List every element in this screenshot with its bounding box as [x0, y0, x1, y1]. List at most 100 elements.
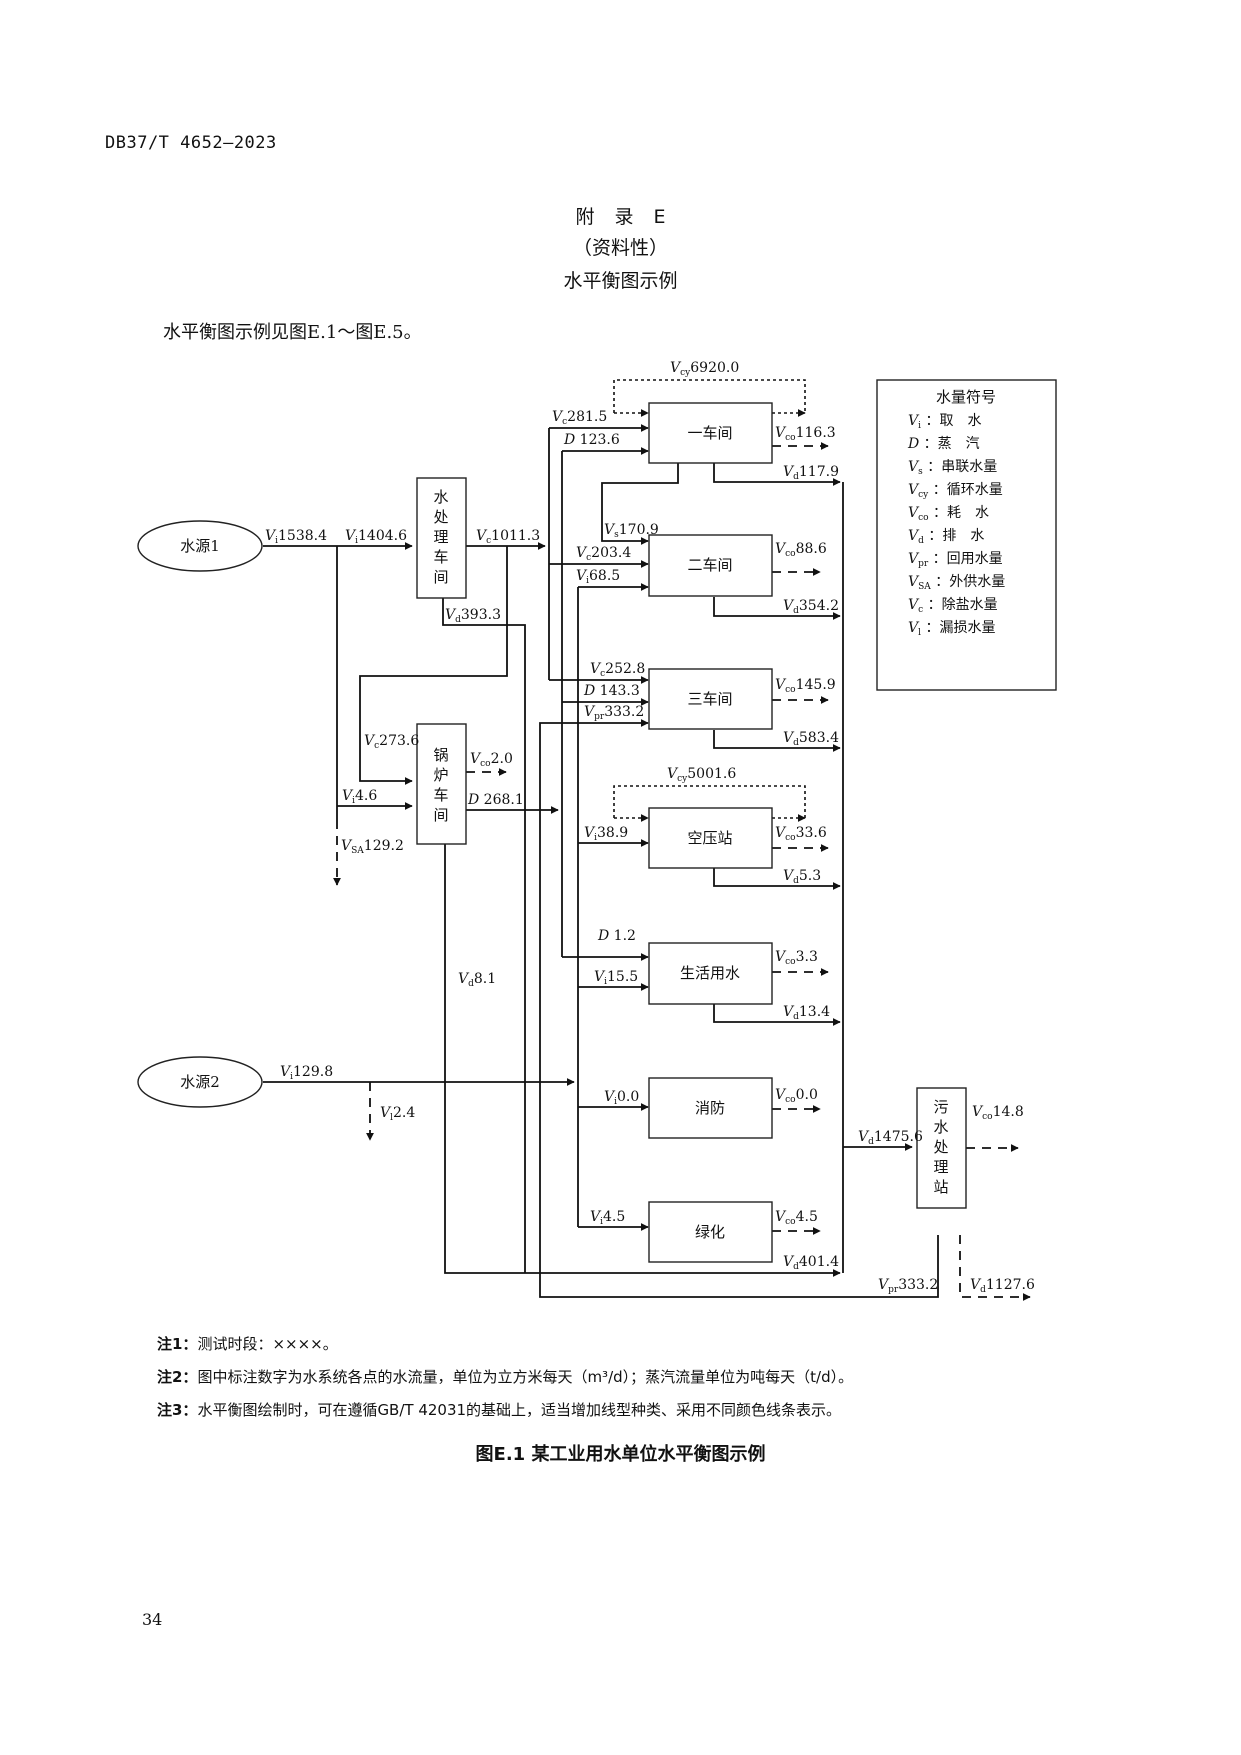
line-ac-drain: [713, 868, 841, 890]
flow-label-w3-desalt: Vc252.8: [590, 661, 645, 679]
legend-item: Vcy ：循环水量: [908, 482, 1003, 500]
legend-item: VSA ：外供水量: [908, 574, 1005, 592]
flow-label-w2-desalt: Vc203.4: [576, 545, 631, 563]
flow-label-green-intake: Vi4.5: [590, 1209, 625, 1227]
legend-item: D ：蒸 汽: [907, 436, 980, 452]
svg-text:间: 间: [433, 806, 448, 824]
flow-label-ac-drain: Vd5.3: [783, 868, 821, 886]
legend-title: 水量符号: [936, 388, 996, 406]
svg-text:车: 车: [433, 786, 448, 804]
flow-label-dom-steam: D 1.2: [597, 928, 636, 944]
source-1: 水源1: [137, 520, 263, 572]
svg-text:污: 污: [933, 1098, 948, 1116]
svg-text:生活用水: 生活用水: [680, 964, 740, 982]
appendix-title: 附 录 E: [575, 206, 666, 228]
svg-text:水: 水: [433, 488, 448, 506]
unit-sewage-treatment: 污 水 处 理 站: [916, 1087, 967, 1209]
svg-text:站: 站: [933, 1178, 948, 1196]
svg-text:处: 处: [933, 1138, 948, 1156]
flow-label-total-drain: Vd1475.6: [858, 1129, 923, 1147]
flow-label-fire-consume: Vco0.0: [775, 1087, 818, 1105]
flow-label-dom-drain: Vd13.4: [783, 1004, 830, 1022]
svg-text:理: 理: [433, 528, 448, 546]
unit-fire: 消防: [648, 1077, 773, 1139]
flow-label-wt-drain: Vd393.3: [445, 607, 501, 625]
flow-label-boiler-steam: D 268.1: [467, 792, 524, 808]
flow-label-w1-drain: Vd117.9: [783, 464, 839, 482]
note-2: 注2：图中标注数字为水系统各点的水流量，单位为立方米每天（m³/d）；蒸汽流量单…: [157, 1368, 854, 1386]
svg-text:二车间: 二车间: [687, 556, 732, 574]
line-w1-drain: [713, 462, 841, 486]
svg-text:空压站: 空压站: [687, 829, 732, 847]
flow-label-sewage-reuse: Vpr333.2: [878, 1277, 938, 1295]
flow-label-src2-intake: Vi129.8: [280, 1064, 333, 1082]
flow-lines: [263, 379, 1031, 1301]
svg-text:处: 处: [433, 508, 448, 526]
unit-workshop-2: 二车间: [648, 534, 773, 597]
legend-item: Vi ：取 水: [908, 413, 981, 431]
notes: 注1：测试时段：××××。 注2：图中标注数字为水系统各点的水流量，单位为立方米…: [157, 1328, 853, 1427]
svg-text:锅: 锅: [433, 746, 448, 764]
flow-label-w1-consume: Vco116.3: [775, 425, 836, 443]
flow-label-ac-intake: Vi38.9: [584, 825, 628, 843]
unit-greening: 绿化: [648, 1201, 773, 1263]
appendix-heading: 水平衡图示例: [563, 270, 678, 292]
flow-label-sewage-consume: Vco14.8: [972, 1104, 1024, 1122]
flow-label-external-supply: VSA129.2: [341, 838, 404, 856]
unit-air-compressor: 空压站: [648, 807, 773, 869]
flow-label-ac-consume: Vco33.6: [775, 825, 827, 843]
flow-label-w2-intake: Vi68.5: [576, 568, 620, 586]
flow-label-w3-reuse: Vpr333.2: [584, 704, 644, 722]
line-reuse: [539, 719, 939, 1298]
legend-item: Vpr ：回用水量: [908, 551, 1003, 569]
appendix-nature: （资料性）: [572, 237, 668, 259]
flow-label-w1-desalt: Vc281.5: [552, 409, 607, 427]
svg-text:车: 车: [433, 548, 448, 566]
flow-label-w1-steam: D 123.6: [563, 432, 620, 448]
flow-label-src1-intake: Vi1538.4: [265, 528, 327, 546]
flow-label-green-consume: Vco4.5: [775, 1209, 818, 1227]
flow-label-src2-leak: Vl2.4: [380, 1105, 415, 1123]
line-dom-drain: [713, 1004, 841, 1026]
flow-label-boiler-drain: Vd8.1: [458, 971, 496, 989]
svg-text:水源1: 水源1: [180, 537, 220, 555]
legend-item: Vc ：除盐水量: [908, 597, 998, 615]
line-desalt-to-boiler: [359, 546, 508, 785]
flow-label-boiler-consume: Vco2.0: [470, 751, 513, 769]
source-2: 水源2: [137, 1056, 263, 1108]
svg-text:绿化: 绿化: [695, 1223, 725, 1241]
line-ac-cycle: [613, 785, 806, 818]
svg-text:水源2: 水源2: [180, 1073, 220, 1091]
line-w2-drain: [713, 597, 841, 620]
note-3: 注3：水平衡图绘制时，可在遵循GB/T 42031的基础上，适当增加线型种类、采…: [157, 1401, 842, 1419]
legend-item: Vd ：排 水: [908, 528, 984, 546]
svg-text:三车间: 三车间: [687, 690, 732, 708]
flow-label-wt-desalt: Vc1011.3: [476, 528, 540, 546]
flow-label-dom-consume: Vco3.3: [775, 949, 818, 967]
line-boiler-drain: [444, 840, 841, 1277]
water-balance-diagram: 水源1 水源2 水 处 理 车 间 锅 炉 车 间 一车间 二车间 三车间 空压…: [137, 360, 1057, 1301]
svg-text:炉: 炉: [433, 766, 448, 784]
flow-label-w2-consume: Vco88.6: [775, 541, 827, 559]
flow-label-w3-drain: Vd583.4: [783, 730, 839, 748]
line-w1-to-w2-series: [601, 462, 679, 545]
flow-label-sewage-discharge: Vd1127.6: [970, 1277, 1035, 1295]
legend-item: Vs ：串联水量: [908, 459, 997, 477]
svg-text:理: 理: [933, 1158, 948, 1176]
line-wt-drain: [442, 597, 526, 1273]
svg-text:间: 间: [433, 568, 448, 586]
line-w1-cycle: [613, 379, 806, 413]
flow-label-boiler-desalt: Vc273.6: [364, 733, 419, 751]
unit-workshop-1: 一车间: [648, 402, 773, 464]
svg-text:消防: 消防: [695, 1099, 725, 1117]
figure-caption: 图E.1 某工业用水单位水平衡图示例: [475, 1444, 766, 1465]
flow-label-wt-intake: Vi1404.6: [345, 528, 407, 546]
flow-label-w3-steam: D 143.3: [583, 683, 640, 699]
line-w3-drain: [713, 730, 841, 752]
unit-boiler: 锅 炉 车 间: [416, 723, 467, 845]
flow-label-w2-series: Vs170.9: [604, 522, 659, 540]
flow-label-w1-cycle: Vcy6920.0: [670, 360, 739, 378]
flow-label-dom-intake: Vi15.5: [594, 969, 638, 987]
